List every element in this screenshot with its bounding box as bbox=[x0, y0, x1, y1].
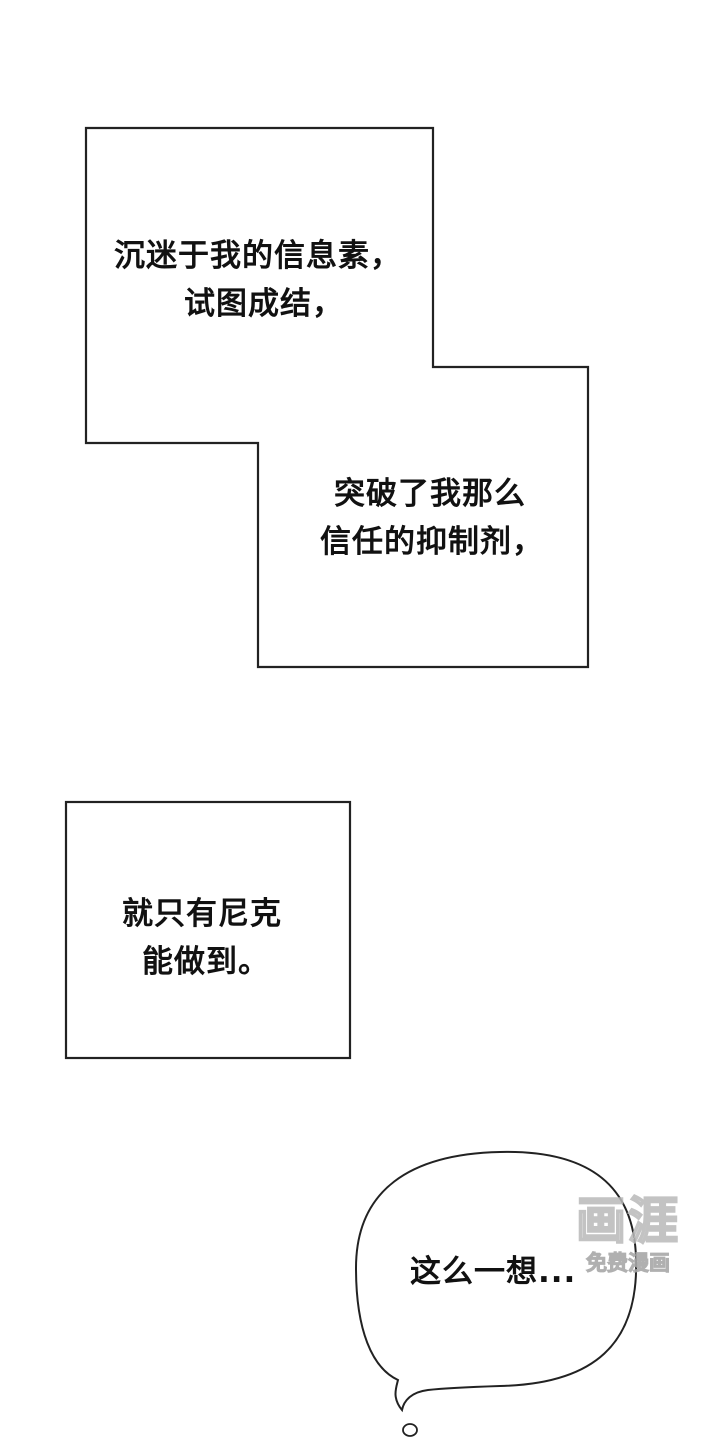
speech-bubble-tail-dot bbox=[402, 1423, 418, 1437]
stepped-caption-box bbox=[84, 126, 590, 669]
speech-bubble-text: 这么一想... bbox=[410, 1254, 577, 1290]
caption-line: 能做到。 bbox=[142, 944, 270, 980]
caption-line: 突破了我那么 bbox=[334, 476, 526, 512]
caption-obsessed-pheromone: 沉迷于我的信息素， 试图成结， bbox=[114, 232, 402, 328]
caption-line: 就只有尼克 bbox=[122, 896, 282, 932]
caption-only-nick: 就只有尼克 能做到。 bbox=[122, 890, 282, 986]
caption-broke-suppressant: 突破了我那么 信任的抑制剂， bbox=[320, 470, 544, 566]
square-caption-box bbox=[64, 800, 352, 1060]
caption-line: 试图成结， bbox=[184, 286, 344, 322]
speech-bubble-outline bbox=[354, 1150, 638, 1413]
caption-line: 信任的抑制剂， bbox=[320, 524, 544, 560]
caption-line: 沉迷于我的信息素， bbox=[114, 238, 402, 274]
